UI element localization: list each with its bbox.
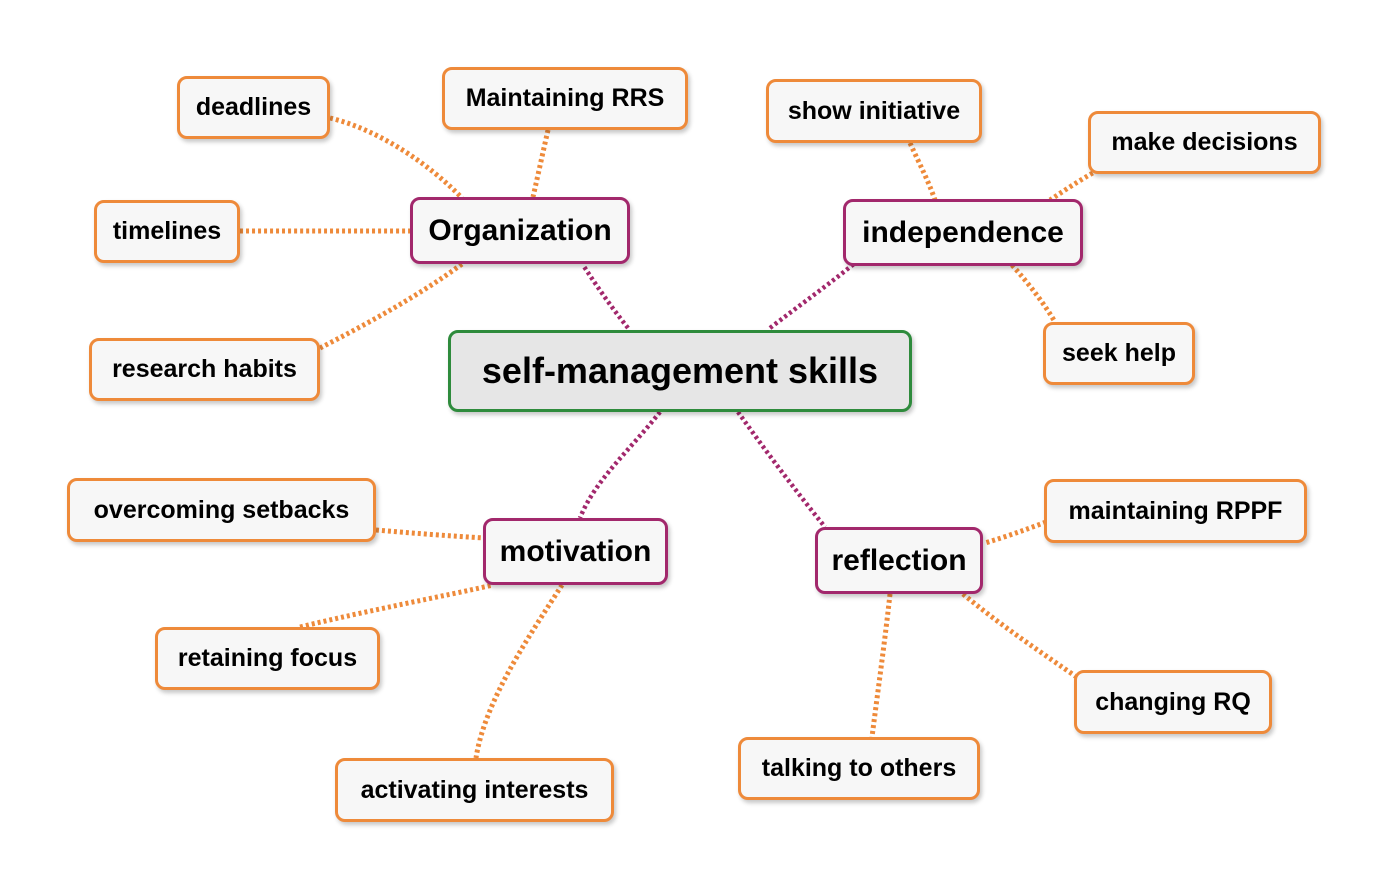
leaf-talking-to-others-label: talking to others (761, 754, 957, 782)
connector-center-independence (768, 261, 857, 330)
leaf-maintaining-rppf: maintaining RPPF (1044, 479, 1307, 543)
leaf-maintaining-rrs-label: Maintaining RRS (465, 84, 665, 112)
connector-center-motivation (577, 410, 662, 519)
branch-independence-label: independence (862, 215, 1064, 249)
connector-organization-maintaining-rrs (530, 129, 551, 198)
connector-motivation-activating-interests (473, 583, 565, 759)
leaf-deadlines-label: deadlines (195, 93, 312, 121)
leaf-activating-interests: activating interests (335, 758, 614, 822)
branch-organization: Organization (410, 197, 630, 264)
leaf-activating-interests-label: activating interests (360, 775, 589, 804)
connector-reflection-changing-rq (961, 592, 1080, 681)
connector-motivation-overcoming-setbacks (375, 527, 486, 541)
leaf-maintaining-rrs: Maintaining RRS (442, 67, 688, 130)
leaf-changing-rq: changing RQ (1074, 670, 1272, 734)
connector-center-organization (581, 263, 630, 330)
leaf-maintaining-rppf-label: maintaining RPPF (1068, 496, 1283, 525)
connector-motivation-retaining-focus (299, 582, 494, 630)
leaf-overcoming-setbacks-label: overcoming setbacks (93, 495, 350, 524)
leaf-talking-to-others: talking to others (738, 737, 980, 800)
central-topic-label: self-management skills (481, 350, 879, 391)
branch-reflection-label: reflection (831, 543, 967, 577)
leaf-show-initiative: show initiative (766, 79, 982, 143)
leaf-retaining-focus-label: retaining focus (177, 644, 358, 672)
connector-independence-show-initiative (907, 141, 938, 201)
leaf-make-decisions-label: make decisions (1111, 128, 1298, 156)
connector-organization-deadlines (329, 115, 464, 200)
connector-independence-make-decisions (1048, 167, 1100, 203)
connector-independence-seek-help (1010, 263, 1058, 324)
leaf-research-habits-label: research habits (112, 355, 297, 383)
central-topic: self-management skills (448, 330, 912, 412)
connector-reflection-talking-to-others (869, 593, 893, 738)
leaf-timelines: timelines (94, 200, 240, 263)
connector-organization-research-habits (318, 261, 464, 351)
leaf-seek-help-label: seek help (1062, 339, 1176, 367)
leaf-make-decisions: make decisions (1088, 111, 1321, 174)
branch-reflection: reflection (815, 527, 983, 594)
connector-center-reflection (736, 410, 827, 529)
branch-motivation: motivation (483, 518, 668, 585)
leaf-changing-rq-label: changing RQ (1095, 687, 1251, 716)
leaf-retaining-focus: retaining focus (155, 627, 380, 690)
connector-reflection-maintaining-rppf (984, 519, 1047, 546)
leaf-deadlines: deadlines (177, 76, 330, 139)
leaf-overcoming-setbacks: overcoming setbacks (67, 478, 376, 542)
leaf-show-initiative-label: show initiative (787, 96, 961, 125)
branch-motivation-label: motivation (499, 534, 652, 568)
leaf-timelines-label: timelines (112, 217, 222, 245)
leaf-research-habits: research habits (89, 338, 320, 401)
leaf-seek-help: seek help (1043, 322, 1195, 385)
branch-independence: independence (843, 199, 1083, 266)
branch-organization-label: Organization (428, 213, 612, 247)
